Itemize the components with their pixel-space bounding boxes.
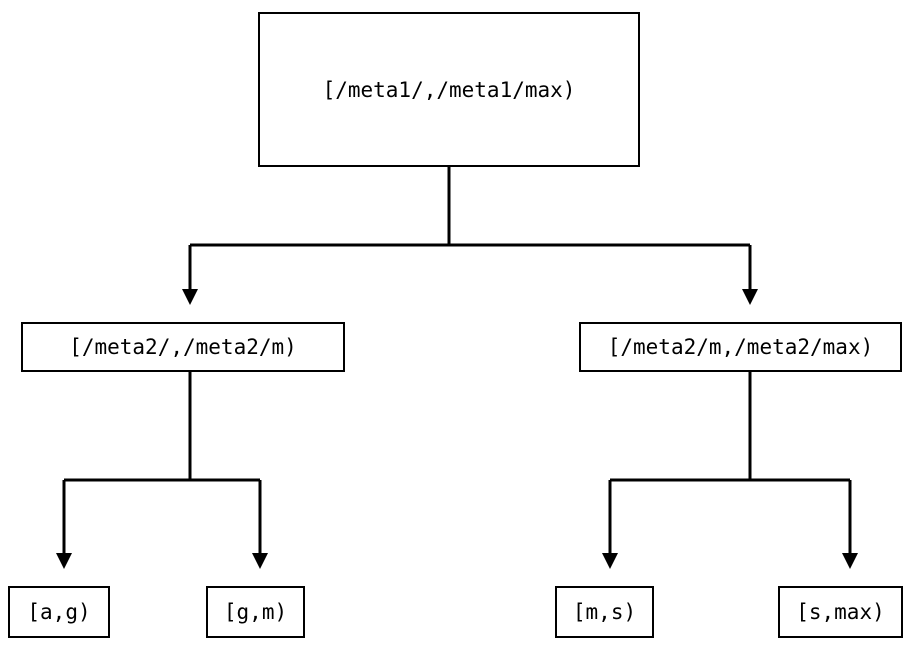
node-leaf-a-g-label: [a,g) — [27, 600, 91, 624]
arrowhead-to-leaf-4 — [842, 553, 858, 569]
node-mid-right-label: [/meta2/m,/meta2/max) — [607, 335, 874, 359]
node-leaf-a-g[interactable]: [a,g) — [8, 586, 110, 638]
node-leaf-g-m[interactable]: [g,m) — [206, 586, 305, 638]
arrowhead-to-mid-right — [742, 289, 758, 305]
node-mid-left[interactable]: [/meta2/,/meta2/m) — [21, 322, 345, 372]
node-mid-left-label: [/meta2/,/meta2/m) — [69, 335, 297, 359]
node-leaf-m-s[interactable]: [m,s) — [555, 586, 654, 638]
node-leaf-s-max-label: [s,max) — [796, 600, 885, 624]
node-root-label: [/meta1/,/meta1/max) — [322, 77, 576, 102]
arrowhead-to-leaf-1 — [56, 553, 72, 569]
node-root[interactable]: [/meta1/,/meta1/max) — [258, 12, 640, 167]
node-mid-right[interactable]: [/meta2/m,/meta2/max) — [579, 322, 902, 372]
node-leaf-g-m-label: [g,m) — [223, 600, 288, 624]
arrowhead-to-leaf-2 — [252, 553, 268, 569]
node-leaf-s-max[interactable]: [s,max) — [778, 586, 903, 638]
node-leaf-m-s-label: [m,s) — [572, 600, 637, 624]
arrowhead-to-leaf-3 — [602, 553, 618, 569]
arrowhead-to-mid-left — [182, 289, 198, 305]
